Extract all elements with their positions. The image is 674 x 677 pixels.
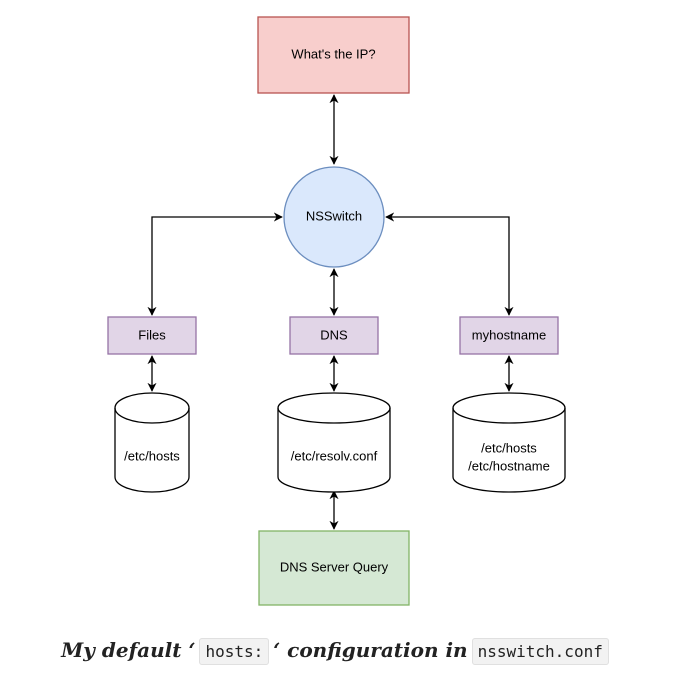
db-files: /etc/hosts [114,392,190,493]
node-myhostname: myhostname [459,316,559,355]
caption-text-start: My default ‘ [61,638,196,662]
files-db-rim [114,407,190,424]
db-myhostname: /etc/hosts /etc/hostname [452,392,566,493]
files-db-cylinder [114,392,190,493]
nsswitch-diagram: What's the IP? NSSwitch Files DNS myhost… [107,16,566,606]
dns-box [289,316,379,355]
node-nsswitch: NSSwitch [283,166,385,268]
arrow-nsswitch-files [147,212,283,316]
nsswitch-label: NSSwitch [306,208,362,223]
files-box [107,316,197,355]
node-dns-server: DNS Server Query [258,530,410,606]
connectors [147,94,514,530]
question-label: What's the IP? [291,46,375,61]
myhostname-box [459,316,559,355]
nsswitch-circle [283,166,385,268]
arrow-nsswitch-myhostname [385,212,514,316]
caption-code-hosts: hosts: [199,638,270,665]
dns-server-box [258,530,410,606]
question-box [257,16,410,94]
myhostname-label: myhostname [472,327,546,342]
dns-db-rim [277,407,391,424]
db-dns: /etc/resolv.conf [277,392,391,493]
caption-code-nsswitch: nsswitch.conf [471,638,609,665]
node-files: Files [107,316,197,355]
dns-label: DNS [320,327,348,342]
myhostname-db-line-2: /etc/hostname [468,458,550,473]
dns-server-label: DNS Server Query [280,559,389,574]
dns-db-line: /etc/resolv.conf [291,448,378,463]
myhostname-db-cylinder [452,392,566,493]
caption-text-middle: ‘ configuration in [273,638,468,662]
node-question: What's the IP? [257,16,410,94]
myhostname-db-line-1: /etc/hosts [481,440,537,455]
files-label: Files [138,327,166,342]
myhostname-db-rim [452,407,566,424]
dns-db-cylinder [277,392,391,493]
node-dns: DNS [289,316,379,355]
files-db-line: /etc/hosts [124,448,180,463]
